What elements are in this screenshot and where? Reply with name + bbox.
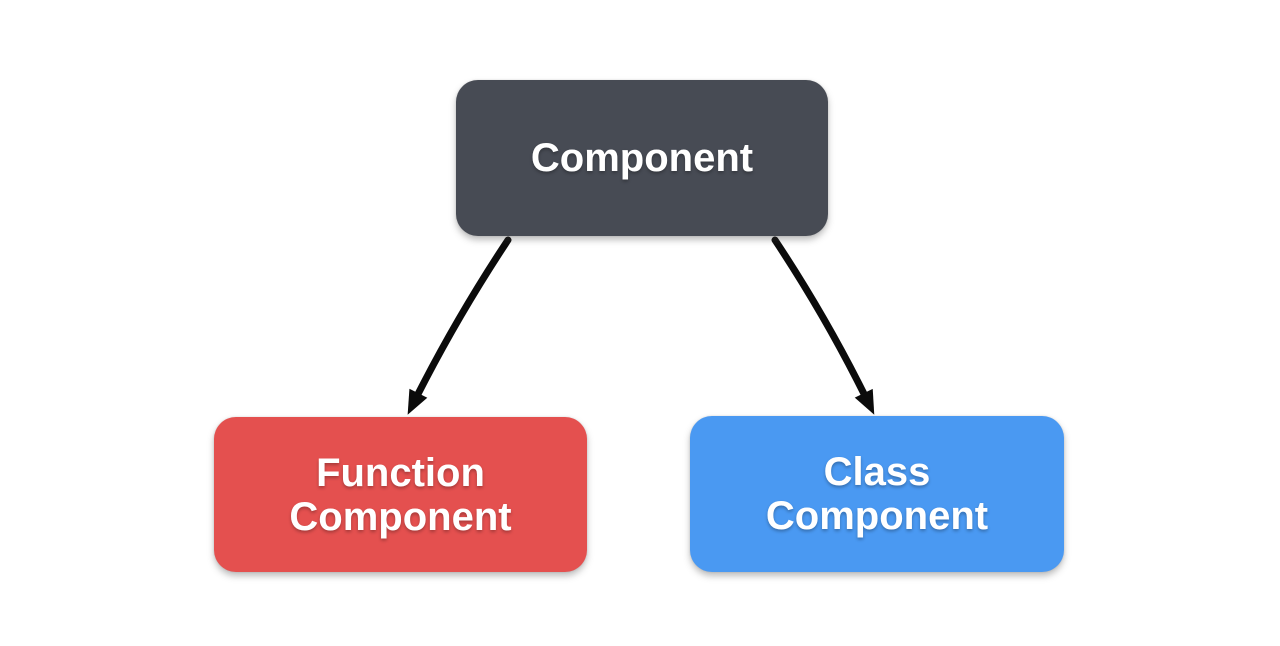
node-component: Component (456, 80, 828, 236)
edge-component-to-class-component (771, 236, 875, 415)
node-function-component-label-line-2: Component (289, 494, 512, 539)
node-class-component-label-line-1: Class (823, 450, 931, 494)
edge-component-to-function-component (407, 236, 512, 415)
node-class-component: Class Component (690, 416, 1064, 572)
node-component-label: Component (530, 136, 754, 180)
node-function-component-label-line-1: Function (316, 450, 485, 495)
node-function-component: Function Component (214, 417, 587, 572)
node-class-component-label-line-2: Component (765, 494, 989, 538)
